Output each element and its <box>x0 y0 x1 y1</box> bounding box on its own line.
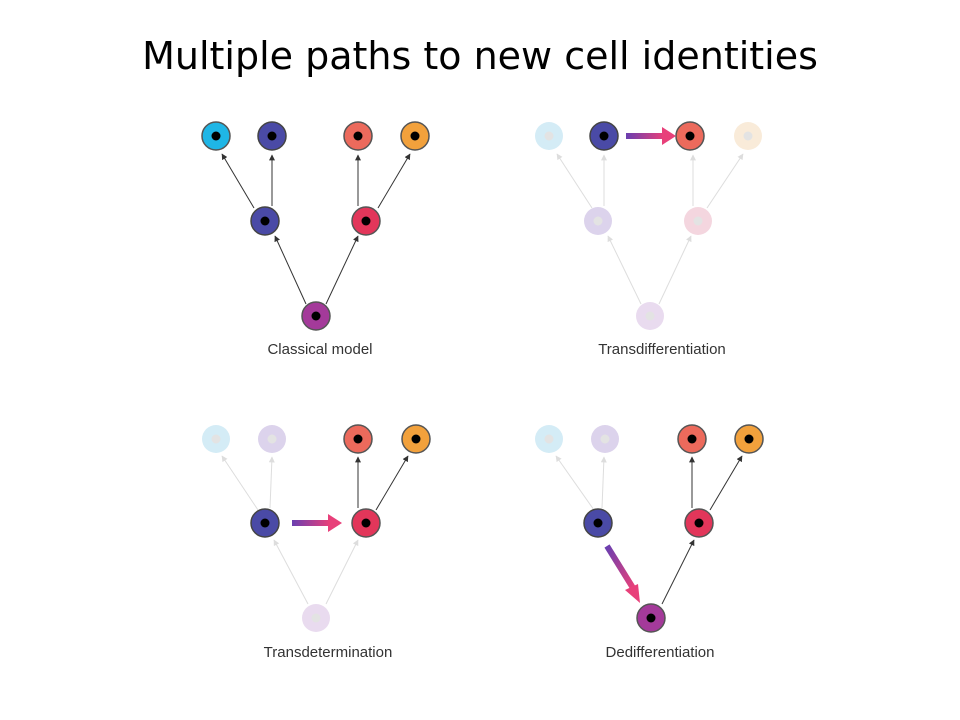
panel-label: Classical model <box>267 341 372 358</box>
cell-red-progenitor <box>351 508 381 538</box>
arrow <box>221 455 259 511</box>
arrow <box>268 456 275 509</box>
panel-classical: Classical model <box>201 121 430 358</box>
arrow <box>375 455 409 511</box>
cell-orange <box>400 121 430 151</box>
arrow <box>555 455 595 511</box>
panel-dediff: Dedifferentiation <box>535 424 764 661</box>
cell-orange <box>401 424 431 454</box>
cell-faded-cyan <box>535 425 563 453</box>
cell-faded-cyan <box>202 425 230 453</box>
cell-faded-pink <box>684 207 712 235</box>
arrow <box>221 153 255 209</box>
dedifferentiation-arrow <box>604 544 640 603</box>
cell-salmon <box>675 121 705 151</box>
panel-transdet: Transdetermination <box>202 424 431 661</box>
cell-faded-cyan <box>535 122 563 150</box>
panel-label: Dedifferentiation <box>606 644 715 661</box>
cell-blue <box>589 121 619 151</box>
arrow <box>377 153 411 209</box>
arrow <box>661 539 695 605</box>
cell-purple-stem <box>301 301 331 331</box>
cell-blue-progenitor <box>250 508 280 538</box>
cell-cyan <box>201 121 231 151</box>
cell-faded-lilac <box>584 207 612 235</box>
panel-label: Transdifferentiation <box>598 341 726 358</box>
arrow <box>273 539 309 605</box>
panel-label: Transdetermination <box>264 644 393 661</box>
cell-blue-progenitor <box>250 206 280 236</box>
cell-blue <box>257 121 287 151</box>
arrow <box>709 455 743 511</box>
arrow <box>658 235 692 305</box>
cell-purple-stem <box>636 603 666 633</box>
cell-red-progenitor <box>351 206 381 236</box>
cell-faded-lilac <box>302 604 330 632</box>
cell-faded-lilac <box>591 425 619 453</box>
arrow <box>706 153 744 209</box>
arrow <box>325 235 359 305</box>
panel-transdiff: Transdifferentiation <box>535 121 762 358</box>
arrow <box>274 235 307 305</box>
cell-salmon <box>343 121 373 151</box>
cell-red-progenitor <box>684 508 714 538</box>
arrow <box>325 539 359 605</box>
cell-salmon <box>677 424 707 454</box>
cell-salmon <box>343 424 373 454</box>
cell-faded-lilac <box>258 425 286 453</box>
cell-blue-progenitor <box>583 508 613 538</box>
arrow <box>600 456 607 509</box>
transdifferentiation-arrow <box>626 127 676 145</box>
transdetermination-arrow <box>292 514 342 532</box>
cell-faded-peach <box>734 122 762 150</box>
arrow <box>607 235 642 305</box>
page-title: Multiple paths to new cell identities <box>142 34 818 78</box>
cell-orange <box>734 424 764 454</box>
cell-faded-lilac <box>636 302 664 330</box>
arrow <box>556 153 593 209</box>
